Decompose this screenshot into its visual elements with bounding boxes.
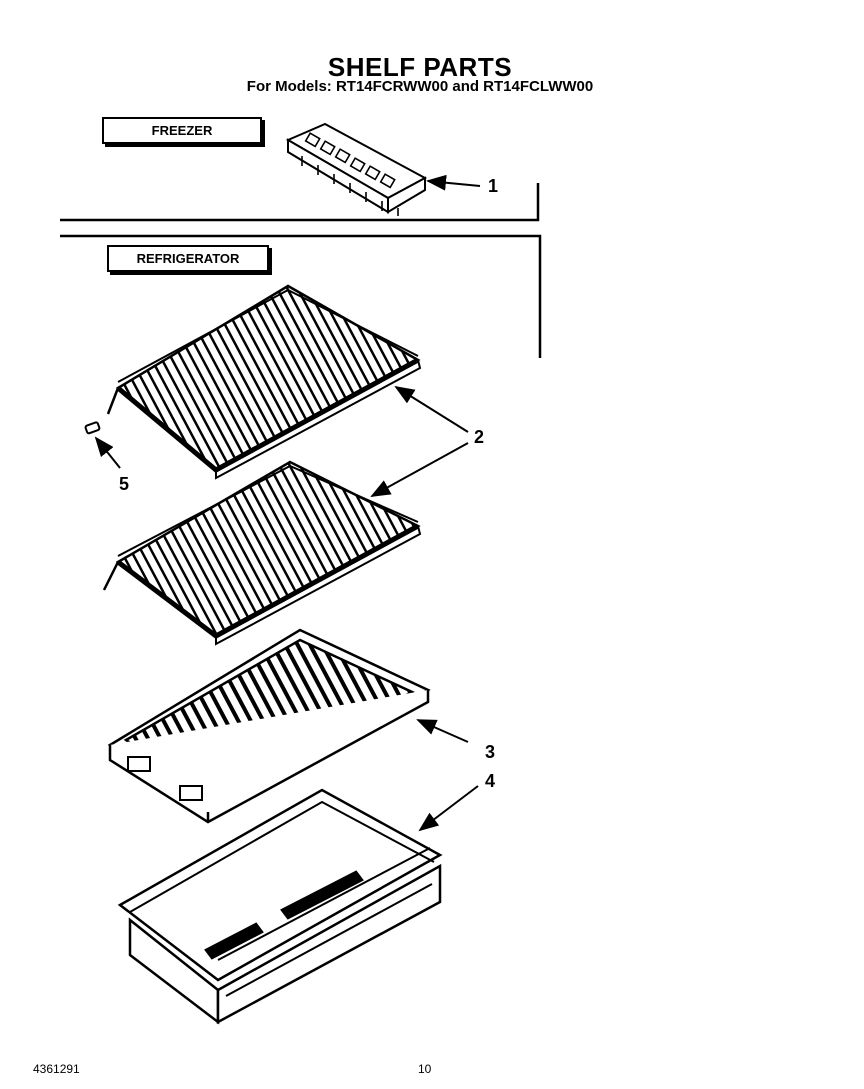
models-subtitle: For Models: RT14FCRWW00 and RT14FCLWW00 <box>246 78 594 95</box>
freezer-label: FREEZER <box>102 117 262 144</box>
callout-5: 5 <box>119 474 130 494</box>
doc-number: 4361291 <box>33 1062 80 1076</box>
page-number: 10 <box>418 1062 432 1076</box>
refrigerator-label: REFRIGERATOR <box>107 245 269 272</box>
page-title: SHELF PARTS <box>327 52 513 82</box>
crisper-drawer <box>117 788 443 1025</box>
callout-2: 2 <box>474 427 485 447</box>
callout-1: 1 <box>488 176 499 196</box>
section-dividers <box>60 183 542 358</box>
wire-shelf-upper <box>106 284 422 480</box>
callout-leaders <box>94 174 481 832</box>
callout-3: 3 <box>485 742 496 762</box>
ice-cube-tray <box>285 122 428 216</box>
callout-4: 4 <box>485 771 496 791</box>
shelf-end-cap <box>84 421 101 435</box>
wire-shelf-lower <box>102 460 422 646</box>
crisper-cover <box>107 628 431 824</box>
